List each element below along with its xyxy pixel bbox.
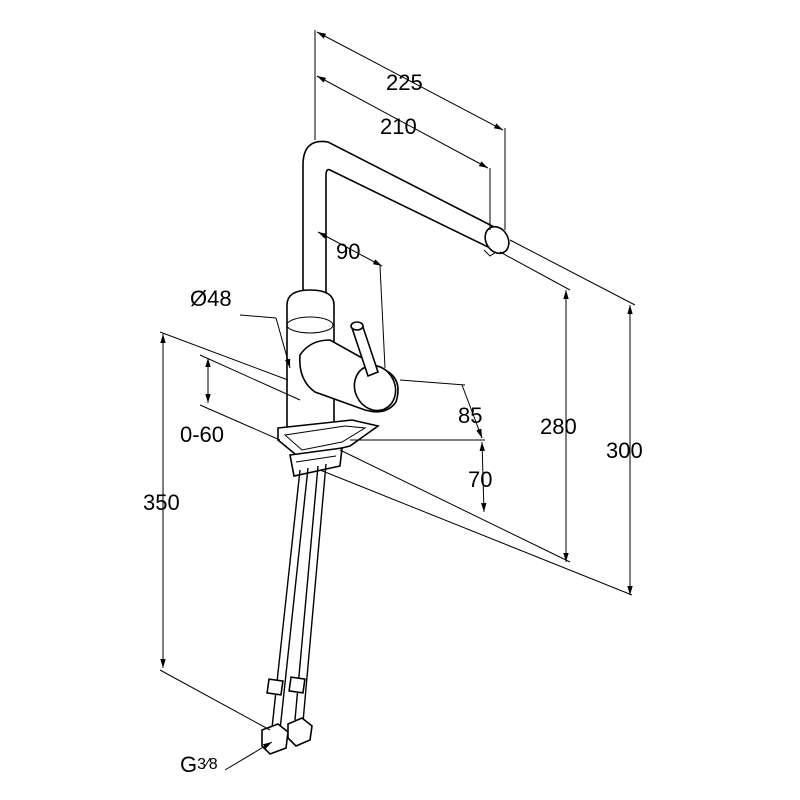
leader-48 <box>239 314 277 319</box>
label-225: 225 <box>386 70 423 95</box>
dim-line-70 <box>479 441 487 513</box>
faucet-outline <box>261 140 510 755</box>
label-300: 300 <box>606 438 643 463</box>
hose-crimp-right <box>288 676 306 694</box>
mounting-base <box>277 419 380 459</box>
dim-line-90 <box>317 231 383 267</box>
label-85: 85 <box>458 403 482 428</box>
dimension-lines <box>159 30 636 771</box>
label-350: 350 <box>143 490 180 515</box>
mounting-nut <box>289 447 343 477</box>
body-band <box>286 316 334 334</box>
label-70: 70 <box>468 467 492 492</box>
label-210: 210 <box>380 114 417 139</box>
label-280: 280 <box>540 414 577 439</box>
label-90: 90 <box>336 239 360 264</box>
dimension-labels: 225 210 90 Ø48 0-60 85 70 280 300 350 G3… <box>143 70 643 777</box>
label-0-60: 0-60 <box>180 422 224 447</box>
hose-crimp-left <box>266 678 284 696</box>
nut-edge <box>295 455 337 463</box>
thread-nut-right <box>287 717 313 747</box>
spout <box>302 140 502 297</box>
thread-fraction: 3⁄8 <box>197 756 218 773</box>
lever-top <box>350 321 364 331</box>
thread-prefix: G <box>180 752 197 777</box>
label-diameter-48: Ø48 <box>190 286 232 311</box>
leader-thread <box>224 741 273 771</box>
dim-line-210 <box>316 75 489 169</box>
label-thread: G3⁄8 <box>180 752 218 777</box>
thread-nut-left <box>261 723 289 755</box>
base-inner <box>283 425 367 451</box>
spout-aerator <box>483 249 497 257</box>
